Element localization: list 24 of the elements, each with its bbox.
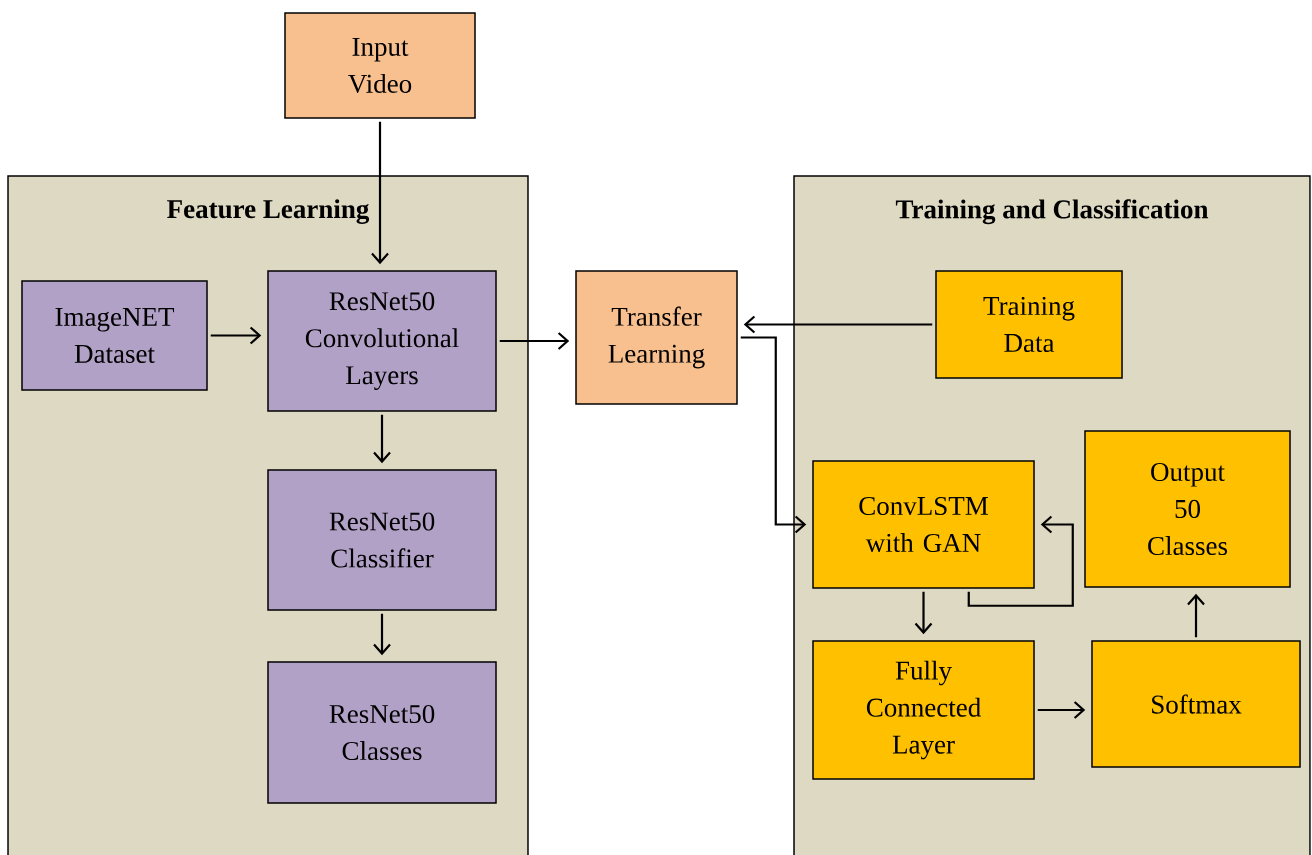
process-box: ImageNET Dataset (21, 280, 208, 391)
process-box: Output 50 Classes (1084, 430, 1291, 588)
process-box: ResNet50 Convolutional Layers (267, 270, 497, 412)
process-box: ResNet50 Classes (267, 661, 497, 804)
process-box: ResNet50 Classifier (267, 469, 497, 611)
process-box: Input Video (284, 12, 476, 119)
arrow (373, 414, 391, 464)
arrow (1187, 593, 1205, 638)
arrow (1037, 701, 1086, 719)
arrow (967, 515, 1074, 607)
panel-title: Training and Classification (895, 199, 1209, 225)
arrow (914, 591, 933, 635)
arrow (743, 315, 933, 334)
process-box: Training Data (935, 270, 1123, 379)
process-box: Softmax (1091, 640, 1301, 768)
arrow (499, 332, 570, 350)
arrow (740, 336, 807, 534)
arrow (373, 613, 391, 656)
arrow (210, 326, 262, 345)
process-box: Fully Connected Layer (812, 640, 1035, 780)
process-box: ConvLSTM with GAN (812, 460, 1035, 589)
process-box: Transfer Learning (575, 270, 738, 405)
panel-title: Feature Learning (167, 199, 370, 224)
arrow (371, 121, 389, 265)
